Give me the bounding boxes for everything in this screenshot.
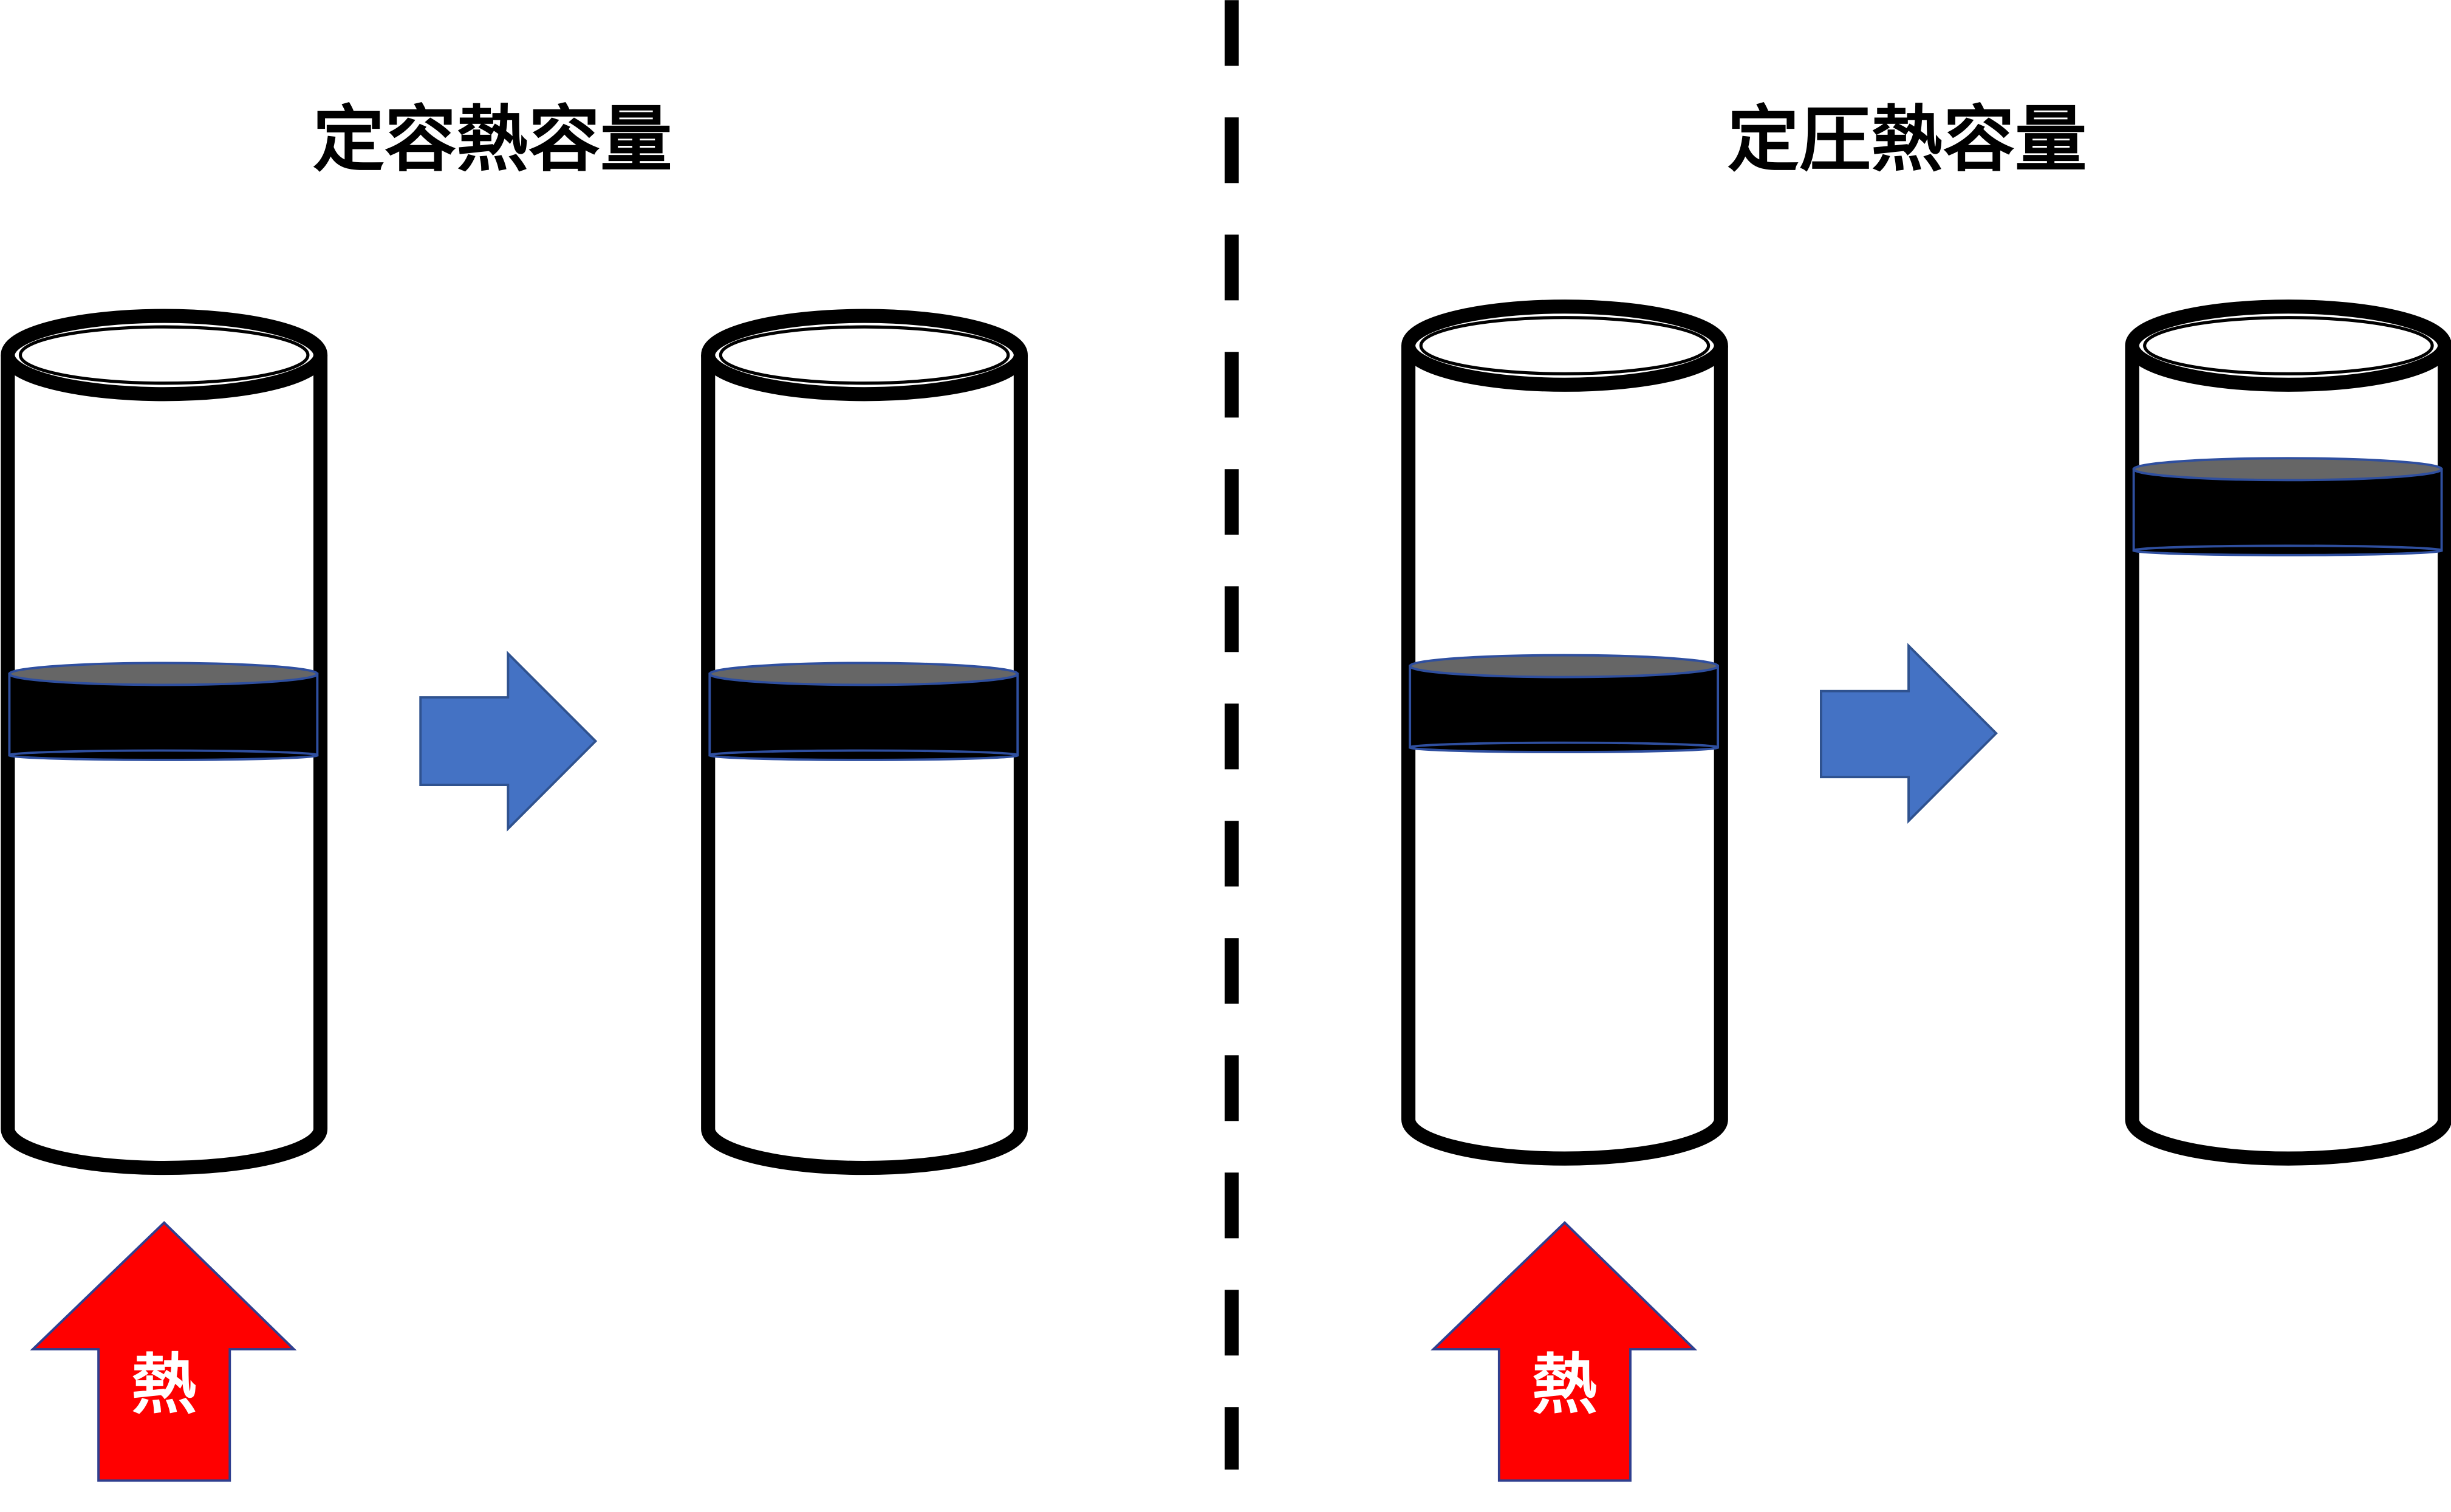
title-constant-volume: 定容熱容量 — [313, 97, 672, 181]
heat-arrow-icon — [30, 1220, 297, 1482]
title-constant-pressure: 定圧熱容量 — [1728, 97, 2087, 181]
cylinder-cp-before — [1409, 307, 1721, 1158]
heat-arrow-cv: 熱 — [30, 1220, 297, 1482]
process-arrow-icon — [1820, 643, 1998, 824]
piston — [1409, 654, 1720, 753]
heat-arrow-icon — [1430, 1220, 1698, 1482]
heat-label: 熱 — [131, 1347, 197, 1423]
heat-arrow-cp: 熱 — [1430, 1220, 1698, 1482]
cylinder-cv-before — [8, 316, 321, 1168]
process-arrow-icon — [419, 651, 598, 832]
cylinder-cv-after — [708, 316, 1021, 1168]
piston — [8, 662, 319, 761]
cylinder-cp-after — [2132, 307, 2445, 1158]
piston — [708, 662, 1019, 761]
heat-label: 熱 — [1532, 1347, 1598, 1423]
piston — [2132, 457, 2443, 556]
